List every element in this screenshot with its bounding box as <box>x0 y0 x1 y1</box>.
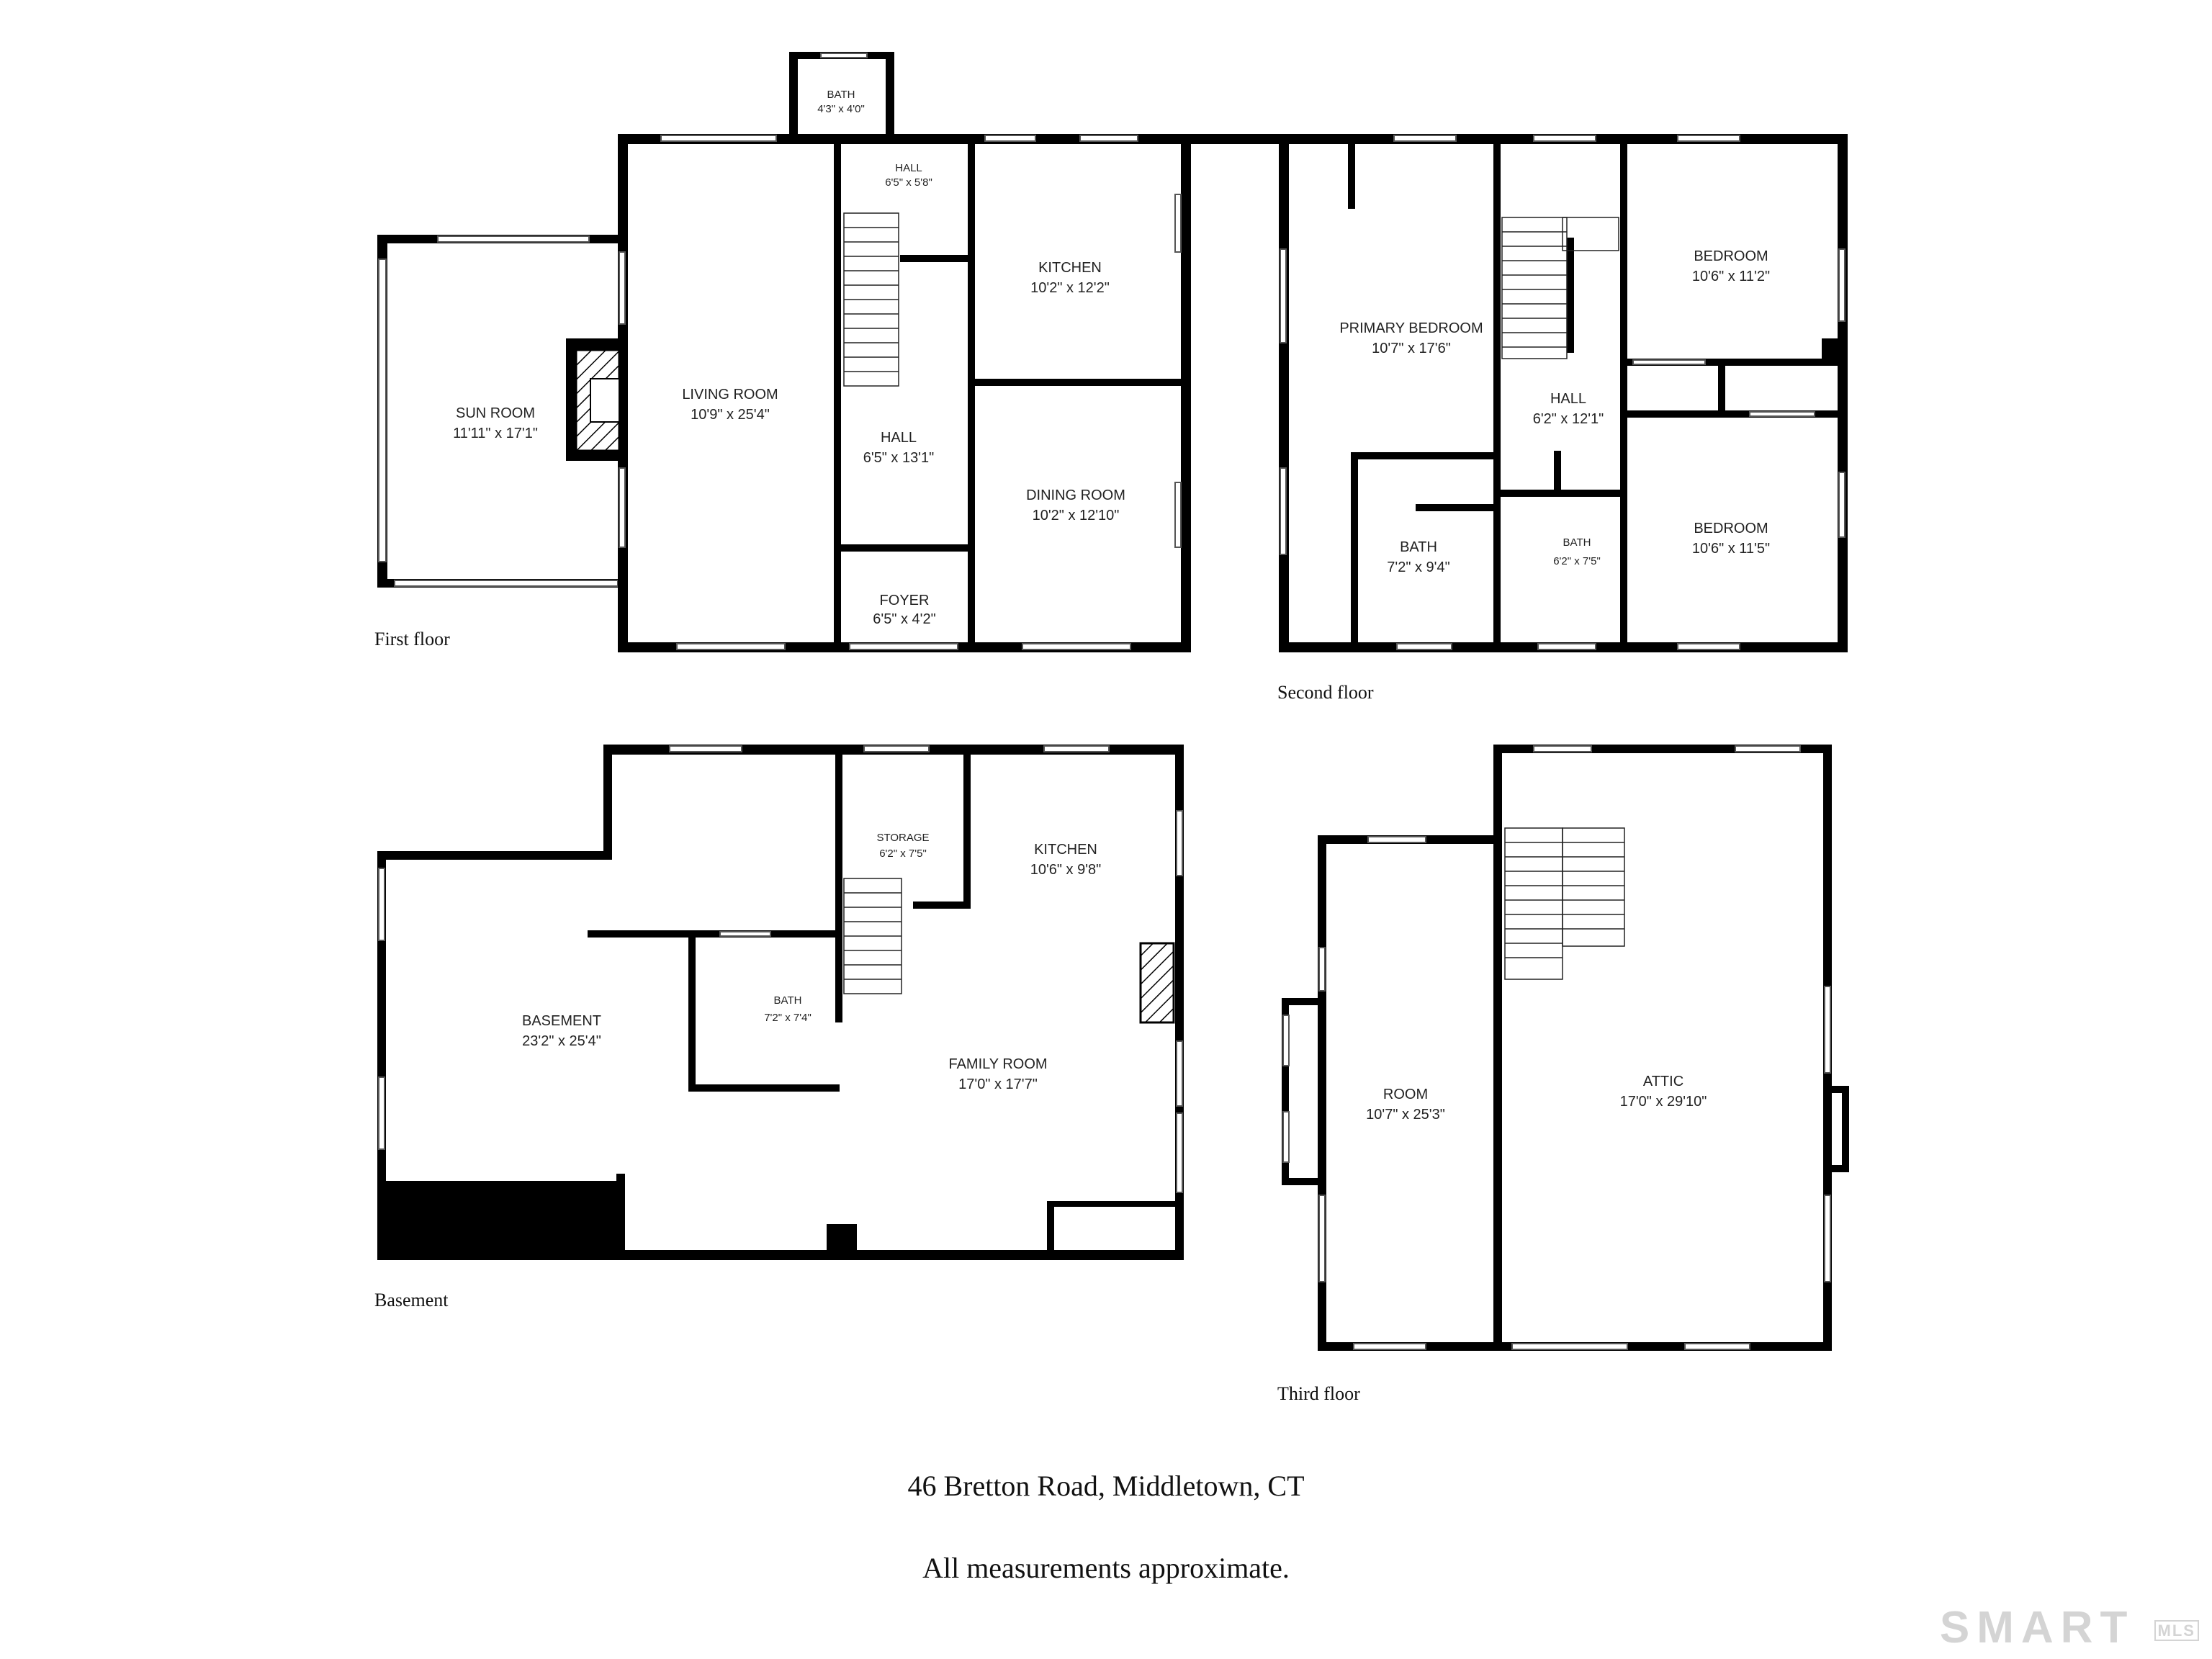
dining-room-size: 10'2" x 12'10" <box>1033 508 1120 523</box>
sun-room-walls <box>377 235 621 588</box>
second-floor-stairs <box>1501 217 1619 359</box>
first-bath-name: BATH <box>827 89 855 101</box>
first-kitchen-name: KITCHEN <box>1038 260 1102 276</box>
attic-name: ATTIC <box>1643 1074 1683 1089</box>
third-room-name: ROOM <box>1383 1087 1428 1102</box>
attic-size: 17'0" x 29'10" <box>1620 1094 1707 1110</box>
family-room-size: 17'0" x 17'7" <box>958 1076 1038 1092</box>
upper-hall-size: 6'5" x 5'8" <box>885 176 932 189</box>
sun-room-size: 11'11" x 17'1" <box>453 426 538 441</box>
basement-plan: BASEMENT 23'2" x 25'4" STORAGE 6'2" x 7'… <box>374 745 1184 1310</box>
basement-kitchen-name: KITCHEN <box>1034 842 1097 858</box>
basement-kitchen-size: 10'6" x 9'8" <box>1030 862 1102 878</box>
brand-sub: MLS <box>2154 1619 2199 1641</box>
property-address: 46 Bretton Road, Middletown, CT <box>907 1470 1305 1502</box>
sun-room-name: SUN ROOM <box>456 405 535 421</box>
third-floor-stairs <box>1504 827 1625 980</box>
third-room-size: 10'7" x 25'3" <box>1366 1107 1445 1123</box>
first-floor-stairs <box>843 212 899 387</box>
foyer-size: 6'5" x 4'2" <box>873 611 935 627</box>
smart-mls-logo: SMART MLS <box>1940 1602 2199 1653</box>
basement-room-name: BASEMENT <box>522 1013 601 1029</box>
first-floor-plan: SUN ROOM 11'11" x 17'1" LIVING ROOM 10'9… <box>374 52 1407 652</box>
basement-stairs <box>843 878 902 994</box>
measurement-disclaimer: All measurements approximate. <box>922 1552 1290 1584</box>
storage-size: 6'2" x 7'5" <box>879 848 927 860</box>
first-floor-main-walls <box>566 52 1407 652</box>
basement-bath-name: BATH <box>774 994 802 1007</box>
basement-room-size: 23'2" x 25'4" <box>522 1033 601 1049</box>
first-kitchen-size: 10'2" x 12'2" <box>1030 280 1110 296</box>
third-floor-label: Third floor <box>1277 1383 1360 1404</box>
foyer-name: FOYER <box>880 593 930 608</box>
primary-bedroom-name: PRIMARY BEDROOM <box>1339 320 1483 336</box>
primary-bedroom-size: 10'7" x 17'6" <box>1372 341 1451 356</box>
family-room-name: FAMILY ROOM <box>948 1056 1047 1072</box>
first-hall-name: HALL <box>881 430 917 446</box>
bedroom-1-size: 10'6" x 11'2" <box>1692 269 1770 284</box>
second-hall-name: HALL <box>1550 391 1586 407</box>
first-bath-size: 4'3" x 4'0" <box>817 103 865 115</box>
bedroom-1-name: BEDROOM <box>1694 248 1768 264</box>
living-room-size: 10'9" x 25'4" <box>691 407 770 423</box>
second-floor-plan: PRIMARY BEDROOM 10'7" x 17'6" HALL 6'2" … <box>1277 134 1848 703</box>
third-floor-plan: ROOM 10'7" x 25'3" ATTIC 17'0" x 29'10" … <box>1277 745 1849 1404</box>
upper-hall-name: HALL <box>895 162 922 174</box>
first-hall-size: 6'5" x 13'1" <box>863 450 935 466</box>
second-bath-1-name: BATH <box>1400 539 1437 555</box>
second-bath-1-size: 7'2" x 9'4" <box>1387 559 1449 575</box>
second-bath-2-name: BATH <box>1563 536 1591 549</box>
living-room-name: LIVING ROOM <box>682 387 778 403</box>
storage-name: STORAGE <box>876 832 929 844</box>
second-hall-size: 6'2" x 12'1" <box>1533 411 1604 427</box>
dining-room-name: DINING ROOM <box>1026 487 1125 503</box>
brand-name: SMART <box>1939 1603 2135 1653</box>
basement-bath-size: 7'2" x 7'4" <box>764 1012 811 1024</box>
second-floor-label: Second floor <box>1277 682 1374 703</box>
second-bath-2-size: 6'2" x 7'5" <box>1553 555 1601 567</box>
bedroom-2-name: BEDROOM <box>1694 521 1768 536</box>
first-floor-label: First floor <box>374 629 450 649</box>
basement-label: Basement <box>374 1290 449 1310</box>
bedroom-2-size: 10'6" x 11'5" <box>1692 541 1770 557</box>
